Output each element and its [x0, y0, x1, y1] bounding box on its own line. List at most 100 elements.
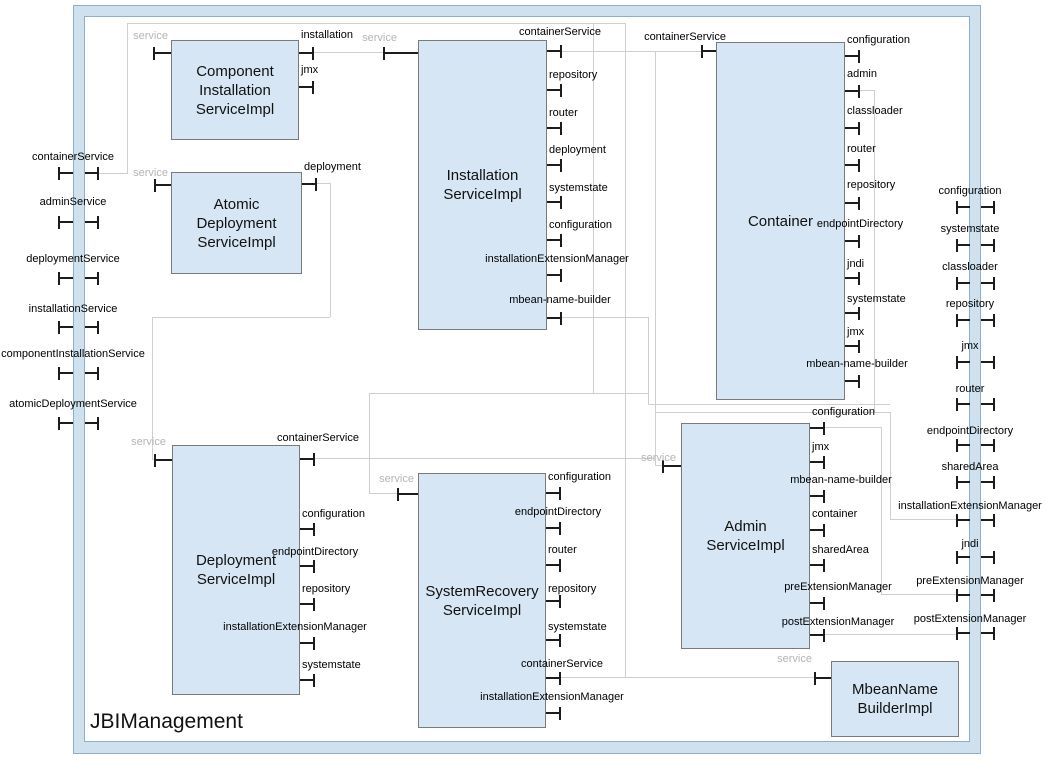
port-frame-jndi[interactable]: [957, 556, 970, 558]
port-installation-service-impl-systemstate[interactable]: [547, 201, 560, 203]
port-container-systemstate[interactable]: [845, 312, 858, 314]
port-frame-atomicDeploymentService[interactable]: [85, 422, 99, 424]
port-frame-atomicDeploymentService[interactable]: [59, 422, 73, 424]
port-frame-deploymentService[interactable]: [85, 277, 99, 279]
port-container-router[interactable]: [845, 164, 858, 166]
port-label-deployment-service-impl-configuration: configuration: [302, 508, 365, 520]
port-deployment-service-impl-repository[interactable]: [300, 603, 313, 605]
port-container-classloader[interactable]: [845, 127, 858, 129]
port-frame-router[interactable]: [957, 403, 970, 405]
port-admin-service-impl-mbean-name-builder[interactable]: [810, 495, 823, 497]
port-frame-systemstate[interactable]: [957, 244, 970, 246]
port-frame-sharedArea[interactable]: [957, 481, 970, 483]
container[interactable]: Container: [716, 42, 845, 400]
port-admin-service-impl-postExtensionManager[interactable]: [810, 634, 823, 636]
port-container-endpointDirectory[interactable]: [845, 240, 858, 242]
port-terminal: [823, 422, 825, 435]
port-frame-router[interactable]: [981, 403, 994, 405]
port-frame-installationService[interactable]: [85, 326, 99, 328]
port-deployment-service-impl-containerService[interactable]: [300, 458, 313, 460]
port-frame-jndi[interactable]: [981, 556, 994, 558]
wire: [881, 427, 882, 595]
port-frame-jmx[interactable]: [957, 361, 970, 363]
port-component-installation-service-impl-jmx[interactable]: [299, 86, 312, 88]
port-frame-postExtensionManager[interactable]: [957, 632, 970, 634]
port-admin-service-impl-service[interactable]: [663, 465, 681, 467]
port-installation-service-impl-repository[interactable]: [547, 89, 560, 91]
port-system-recovery-service-impl-service[interactable]: [398, 493, 418, 495]
port-installation-service-impl-configuration[interactable]: [547, 239, 560, 241]
port-system-recovery-service-impl-configuration[interactable]: [546, 492, 559, 494]
port-container-repository[interactable]: [845, 202, 858, 204]
port-frame-adminService[interactable]: [85, 221, 99, 223]
port-deployment-service-impl-systemstate[interactable]: [300, 679, 313, 681]
port-frame-configuration[interactable]: [981, 206, 994, 208]
port-container-containerService[interactable]: [702, 50, 716, 52]
port-system-recovery-service-impl-endpointDirectory[interactable]: [546, 527, 559, 529]
port-frame-componentInstallationService[interactable]: [59, 372, 73, 374]
port-atomic-deployment-service-impl-deployment[interactable]: [302, 183, 315, 185]
port-frame-preExtensionManager[interactable]: [957, 594, 970, 596]
port-installation-service-impl-service[interactable]: [384, 52, 418, 54]
port-container-mbean-name-builder[interactable]: [845, 380, 858, 382]
port-frame-installationService[interactable]: [59, 326, 73, 328]
port-frame-jmx[interactable]: [981, 361, 994, 363]
port-installation-service-impl-containerService[interactable]: [547, 50, 560, 52]
port-container-configuration[interactable]: [845, 55, 858, 57]
port-container-jndi[interactable]: [845, 277, 858, 279]
port-frame-adminService[interactable]: [59, 221, 73, 223]
port-installation-service-impl-installationExtensionManager[interactable]: [547, 274, 560, 276]
port-admin-service-impl-configuration[interactable]: [810, 427, 823, 429]
port-admin-service-impl-sharedArea[interactable]: [810, 564, 823, 566]
port-installation-service-impl-deployment[interactable]: [547, 164, 560, 166]
port-frame-configuration[interactable]: [957, 206, 970, 208]
port-frame-classloader[interactable]: [957, 282, 970, 284]
port-frame-endpointDirectory[interactable]: [981, 444, 994, 446]
port-deployment-service-impl-endpointDirectory[interactable]: [300, 565, 313, 567]
port-installation-service-impl-router[interactable]: [547, 127, 560, 129]
port-container-admin[interactable]: [845, 90, 858, 92]
port-frame-repository[interactable]: [957, 319, 970, 321]
port-frame-preExtensionManager[interactable]: [981, 594, 994, 596]
port-frame-sharedArea[interactable]: [981, 481, 994, 483]
port-deployment-service-impl-configuration[interactable]: [300, 528, 313, 530]
port-admin-service-impl-container[interactable]: [810, 529, 823, 531]
port-admin-service-impl-jmx[interactable]: [810, 461, 823, 463]
port-mbean-name-builder-impl-service[interactable]: [815, 677, 831, 679]
port-container-jmx[interactable]: [845, 345, 858, 347]
port-system-recovery-service-impl-router[interactable]: [546, 564, 559, 566]
port-frame-installationExtensionManager[interactable]: [957, 519, 970, 521]
port-system-recovery-service-impl-installationExtensionManager[interactable]: [546, 712, 559, 714]
port-system-recovery-service-impl-containerService[interactable]: [546, 677, 559, 679]
port-system-recovery-service-impl-systemstate[interactable]: [546, 639, 559, 641]
port-frame-installationExtensionManager[interactable]: [981, 519, 994, 521]
port-frame-deploymentService[interactable]: [59, 277, 73, 279]
port-frame-postExtensionManager[interactable]: [981, 632, 994, 634]
port-frame-containerService[interactable]: [85, 172, 99, 174]
port-frame-classloader[interactable]: [981, 282, 994, 284]
port-frame-repository[interactable]: [981, 319, 994, 321]
port-deployment-service-impl-installationExtensionManager[interactable]: [300, 642, 313, 644]
port-installation-service-impl-mbean-name-builder[interactable]: [547, 317, 560, 319]
port-component-installation-service-impl-service[interactable]: [154, 52, 171, 54]
port-admin-service-impl-preExtensionManager[interactable]: [810, 602, 823, 604]
port-label-system-recovery-service-impl-endpointDirectory: endpointDirectory: [514, 506, 602, 518]
port-frame-endpointDirectory[interactable]: [957, 444, 970, 446]
port-deployment-service-impl-service[interactable]: [155, 459, 172, 461]
port-system-recovery-service-impl-repository[interactable]: [546, 600, 559, 602]
wire: [127, 23, 625, 24]
port-frame-containerService[interactable]: [59, 172, 73, 174]
port-frame-componentInstallationService[interactable]: [85, 372, 99, 374]
port-frame-systemstate[interactable]: [981, 244, 994, 246]
port-atomic-deployment-service-impl-service[interactable]: [155, 184, 171, 186]
wire: [369, 493, 398, 494]
port-component-installation-service-impl-installation[interactable]: [299, 52, 312, 54]
